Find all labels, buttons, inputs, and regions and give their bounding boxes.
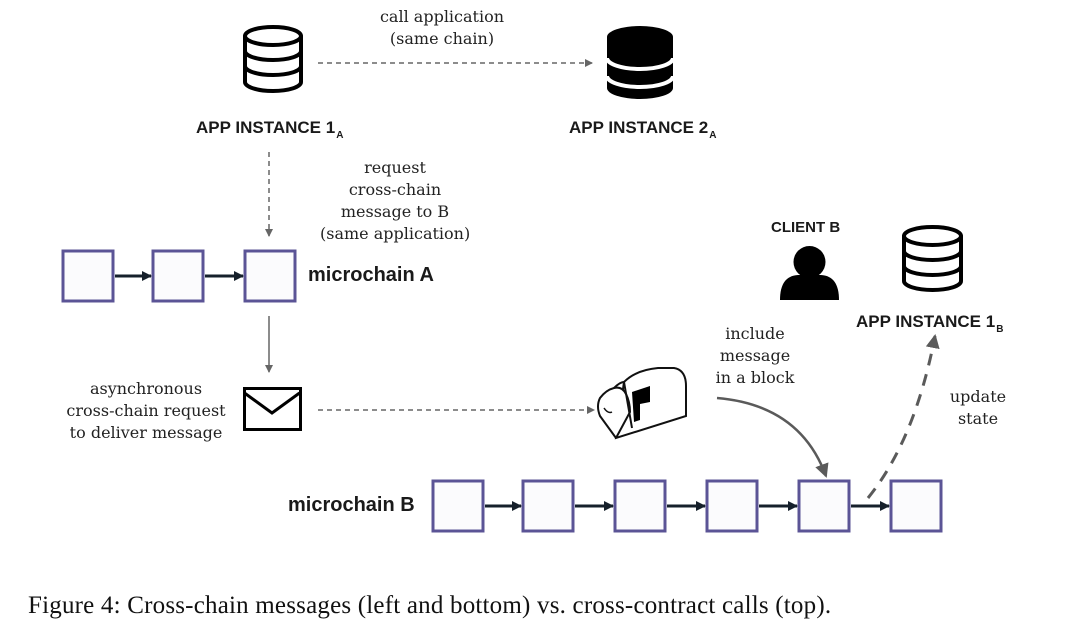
app-instance-2a-label: APP INSTANCE 2A (569, 118, 717, 141)
chain-block (797, 479, 851, 533)
label-line: request (364, 158, 426, 177)
chain-block (431, 479, 485, 533)
mailbox-icon (597, 367, 687, 440)
label-subscript: A (709, 130, 717, 141)
label-text: APP INSTANCE 1 (196, 118, 336, 137)
envelope-icon (243, 387, 302, 431)
figure-caption: Figure 4: Cross-chain messages (left and… (28, 592, 832, 619)
person-icon (780, 246, 839, 300)
chain-block (151, 249, 205, 303)
label-line: in a block (715, 368, 795, 387)
microchain-a-label: microchain A (308, 264, 434, 286)
label-text: APP INSTANCE 2 (569, 118, 709, 137)
microchain-a-blocks (61, 249, 297, 303)
label-line: asynchronous (89, 379, 203, 398)
call-application-label: call application (same chain) (372, 6, 512, 50)
update-state-arrow (866, 334, 940, 499)
label-subscript: A (336, 130, 344, 141)
label-subscript: B (996, 324, 1004, 335)
microchain-b-label: microchain B (288, 494, 415, 516)
database-filled-icon (605, 26, 675, 99)
update-state-label: update state (942, 386, 1014, 430)
label-line: cross-chain (348, 180, 442, 199)
chain-block (243, 249, 297, 303)
chain-block (889, 479, 943, 533)
request-message-label: request cross-chain message to B (same a… (320, 157, 470, 245)
include-message-label: include message in a block (707, 323, 803, 389)
app-instance-1a-label: APP INSTANCE 1A (196, 118, 344, 141)
chain-block (61, 249, 115, 303)
microchain-b-blocks (431, 479, 943, 533)
include-message-arrow (716, 396, 829, 478)
label-text: APP INSTANCE 1 (856, 312, 996, 331)
chain-block (521, 479, 575, 533)
label-line: include (725, 324, 785, 343)
label-line: message to B (340, 202, 450, 221)
chain-block (705, 479, 759, 533)
label-line: state (957, 409, 999, 428)
label-line: (same chain) (389, 29, 495, 48)
label-line: cross-chain request (66, 401, 226, 420)
async-request-label: asynchronous cross-chain request to deli… (56, 378, 236, 444)
label-line: (same application) (320, 224, 471, 243)
app-instance-1b-label: APP INSTANCE 1B (856, 312, 1004, 335)
client-b-label: CLIENT B (771, 219, 841, 236)
database-outline-icon (243, 25, 303, 93)
label-line: message (719, 346, 791, 365)
chain-block (613, 479, 667, 533)
database-outline-icon (902, 225, 963, 292)
label-line: call application (379, 7, 505, 26)
label-line: update (949, 387, 1007, 406)
label-line: to deliver message (69, 423, 223, 442)
